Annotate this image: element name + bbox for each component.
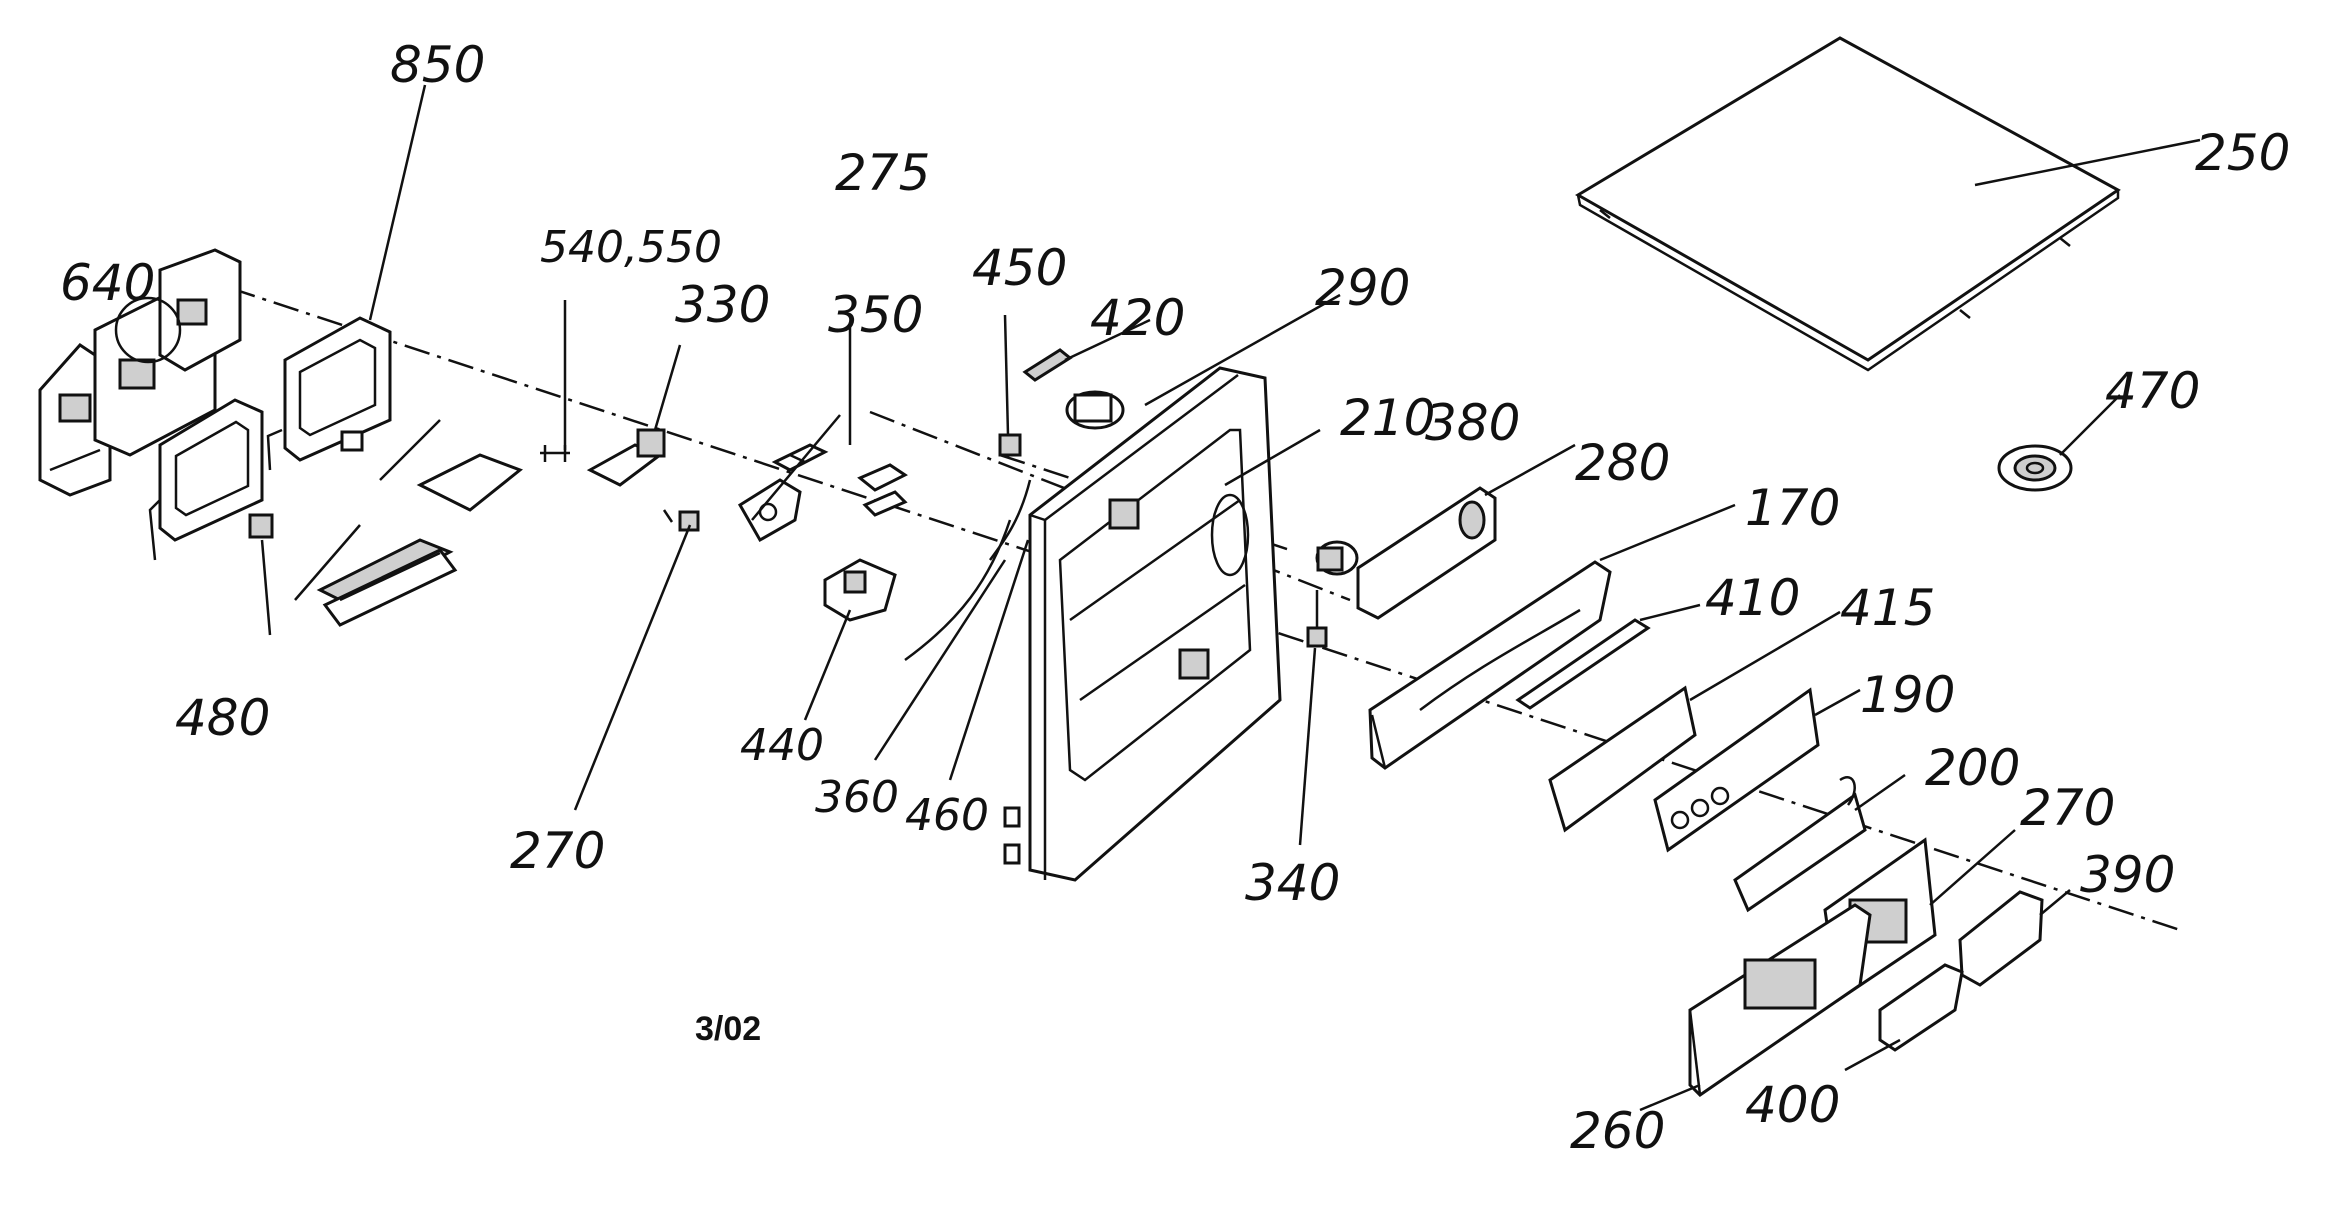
label-270-left: 270: [510, 822, 605, 880]
part-340-stem: [1306, 590, 1328, 648]
label-415: 415: [1840, 579, 1935, 637]
part-420-connector: [1022, 348, 1073, 382]
part-260-front-panel: [1688, 903, 1872, 1097]
part-290-knob: [1065, 390, 1125, 430]
label-450: 450: [972, 239, 1067, 297]
label-190: 190: [1860, 666, 1955, 724]
label-440: 440: [740, 720, 824, 771]
label-480: 480: [175, 689, 270, 747]
part-270-left-relay: [662, 509, 700, 532]
part-labels: 850 640 540,550 330 275 350 450 420 290 …: [60, 36, 2290, 1160]
label-275: 275: [835, 144, 930, 202]
label-360: 360: [815, 772, 899, 823]
part-rods: [294, 419, 523, 627]
part-small-switch: [857, 463, 908, 517]
part-640-control-boards: [38, 248, 242, 497]
label-210: 210: [1340, 389, 1435, 447]
label-470: 470: [2105, 362, 2200, 420]
part-280-lens: [1356, 486, 1497, 620]
revision-date: 3/02: [695, 1010, 761, 1048]
part-170-control-panel: [1368, 560, 1612, 770]
part-360-460-wires: [904, 479, 1032, 662]
label-390: 390: [2080, 846, 2175, 904]
part-250-top-cover: [1575, 36, 2121, 372]
label-380: 380: [1425, 394, 1520, 452]
part-380-knob: [1315, 540, 1359, 576]
label-250: 250: [2195, 124, 2290, 182]
label-420: 420: [1090, 289, 1185, 347]
label-640: 640: [60, 254, 155, 312]
part-210-main-frame: [1003, 366, 1282, 882]
label-850: 850: [390, 36, 485, 94]
label-280: 280: [1575, 434, 1670, 492]
part-350-terminal: [771, 443, 829, 472]
label-540-550: 540,550: [540, 222, 722, 273]
part-390-button: [1958, 890, 2044, 987]
label-170: 170: [1745, 479, 1840, 537]
part-470-round-knob: [1997, 444, 2073, 492]
label-340: 340: [1245, 854, 1340, 912]
label-330: 330: [675, 276, 770, 334]
label-410: 410: [1705, 569, 1800, 627]
label-460: 460: [905, 790, 989, 841]
part-415-overlay: [1548, 685, 1697, 833]
part-850-housing: [148, 316, 392, 561]
part-450-thermostat: [998, 433, 1022, 457]
label-260: 260: [1570, 1102, 1665, 1160]
label-290: 290: [1315, 259, 1410, 317]
part-330-switch: [586, 428, 666, 487]
part-480-clip: [248, 513, 274, 539]
part-410-trim: [1515, 618, 1651, 710]
part-275-bracket: [737, 478, 802, 543]
part-200-switch-housing: [1733, 776, 1867, 913]
label-350: 350: [828, 286, 923, 344]
part-400-button: [1878, 963, 1964, 1052]
label-270-right: 270: [2020, 779, 2115, 837]
part-190-bezel: [1653, 687, 1820, 853]
leader-lines: [260, 84, 2201, 1112]
part-440-motor: [823, 558, 897, 622]
label-200: 200: [1925, 739, 2020, 797]
label-400: 400: [1745, 1076, 1840, 1134]
